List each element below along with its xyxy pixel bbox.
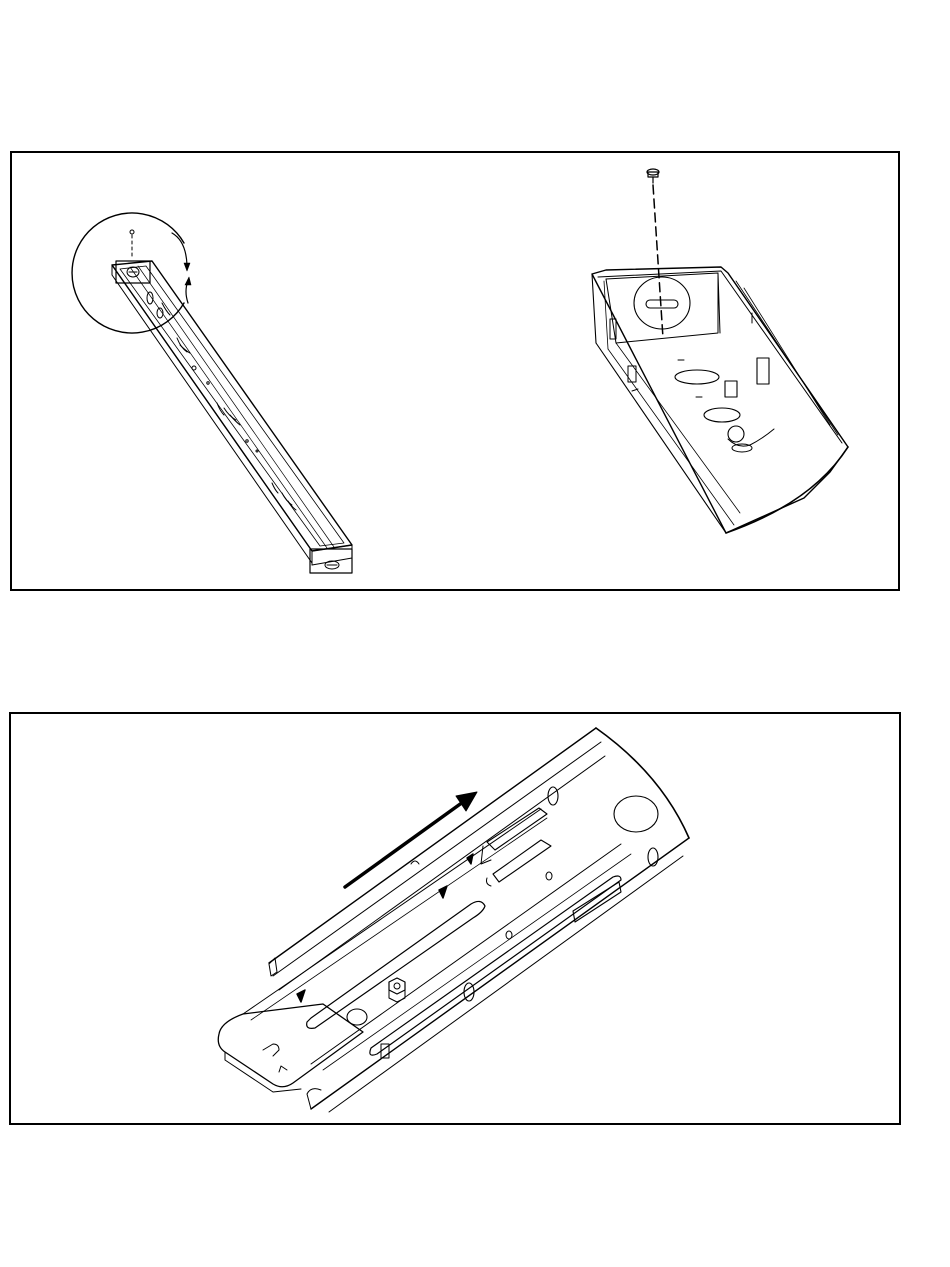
knockout-marks	[147, 292, 296, 510]
break-line	[596, 728, 689, 838]
detail-circle	[72, 213, 184, 333]
end-detail-view	[592, 169, 848, 533]
screw-icon	[130, 230, 134, 259]
ground-screw	[728, 426, 774, 452]
figure-panel-top	[10, 151, 900, 591]
knockout-hole	[614, 796, 658, 832]
channel-slide-view	[218, 728, 689, 1112]
channel-side-face	[112, 265, 312, 563]
figure-panel-bottom	[9, 712, 901, 1125]
long-slot	[307, 901, 485, 1028]
channel-body	[112, 261, 352, 551]
panel-top-drawing	[12, 153, 898, 589]
panel-bottom-drawing	[11, 714, 899, 1123]
screw-icon	[647, 169, 663, 338]
full-channel-view	[72, 213, 352, 573]
break-line	[726, 447, 848, 533]
box-outline	[592, 267, 848, 533]
rail-top-edge	[269, 728, 596, 963]
direction-arrow-icon	[345, 792, 477, 887]
channel-inner	[120, 266, 344, 546]
slide-plate	[218, 1004, 363, 1087]
